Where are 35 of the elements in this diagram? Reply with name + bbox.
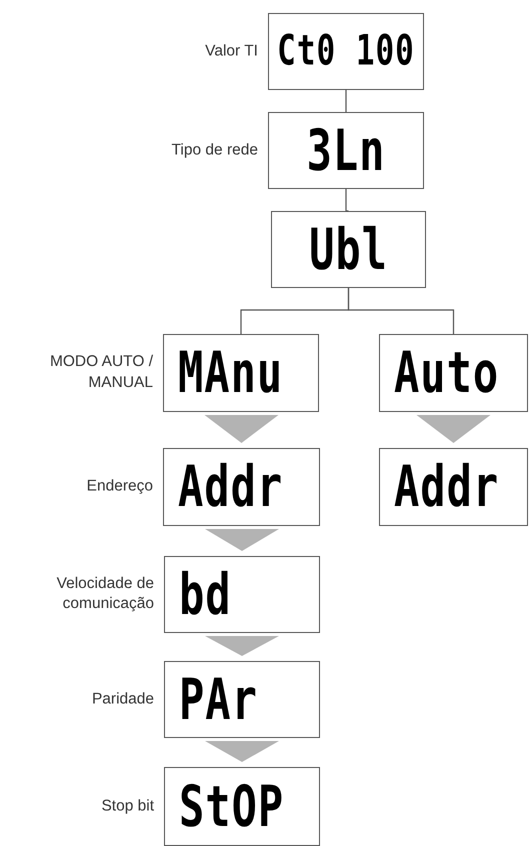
setting-label: Paridade bbox=[90, 689, 154, 710]
lcd-display bbox=[164, 767, 320, 846]
display-reading: StOP bbox=[179, 778, 284, 835]
lcd-display bbox=[379, 448, 528, 526]
display-reading: MAnu bbox=[178, 344, 284, 402]
lcd-display bbox=[163, 448, 320, 526]
lcd-display bbox=[164, 661, 320, 738]
display-reading: Auto bbox=[394, 344, 500, 402]
arrow bbox=[416, 415, 490, 443]
setting-label: Endereço bbox=[86, 476, 153, 497]
lcd-display bbox=[271, 211, 426, 288]
setting-label: Tipo de rede bbox=[170, 140, 258, 160]
display-reading: 3Ln bbox=[306, 122, 386, 179]
connector-line bbox=[348, 288, 454, 334]
arrow bbox=[205, 529, 279, 551]
arrow bbox=[204, 415, 278, 443]
setting-label: Stop bit bbox=[100, 796, 154, 816]
connector-line bbox=[345, 189, 350, 212]
arrow bbox=[205, 636, 279, 656]
connector-line bbox=[345, 90, 347, 112]
display-reading: Addr bbox=[178, 458, 284, 516]
display-reading: bd bbox=[179, 566, 232, 623]
lcd-display bbox=[379, 334, 528, 412]
display-reading: Ubl bbox=[309, 221, 388, 278]
lcd-display bbox=[164, 556, 320, 633]
display-reading: PAr bbox=[179, 671, 258, 728]
display-reading: Ct0 100 bbox=[277, 30, 415, 72]
lcd-display bbox=[268, 112, 424, 189]
setting-label: MODO AUTO / MANUAL bbox=[48, 352, 153, 393]
lcd-display bbox=[163, 334, 319, 412]
setting-label: Valor TI bbox=[204, 41, 258, 62]
arrow bbox=[205, 741, 279, 762]
setting-label: Velocidade de comunicação bbox=[56, 574, 154, 614]
display-reading: Addr bbox=[394, 458, 500, 516]
lcd-display bbox=[268, 13, 424, 90]
